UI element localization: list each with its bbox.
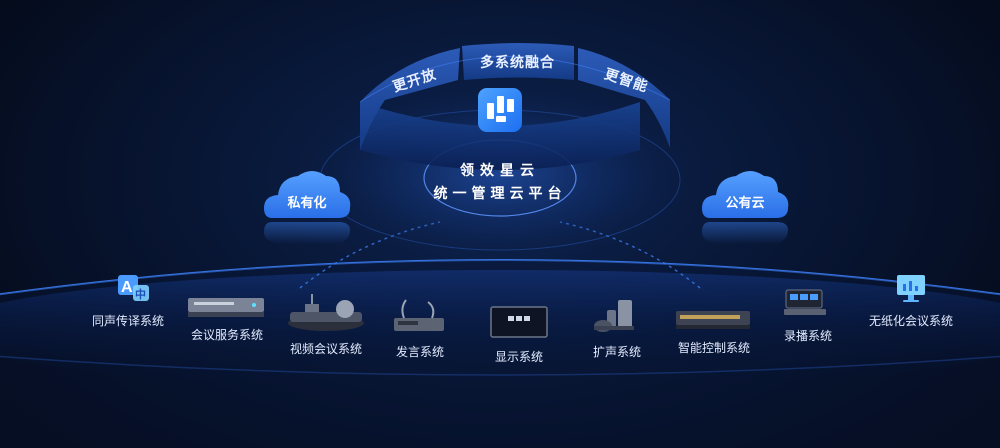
- paperless-monitor-icon: [897, 275, 925, 302]
- system-label-meeting-service: 会议服务系统: [190, 328, 264, 342]
- system-label-paperless: 无纸化会议系统: [868, 314, 954, 328]
- system-label-speech: 发言系统: [395, 345, 445, 359]
- system-label-video-conference: 视频会议系统: [289, 342, 363, 356]
- cloud-label-private: 私有化: [287, 195, 327, 210]
- rack-server-icon: [188, 298, 264, 317]
- svg-text:中: 中: [135, 287, 146, 301]
- cloud-private-icon: [264, 171, 351, 244]
- system-label-sound: 扩声系统: [592, 345, 642, 359]
- cloud-platform-logo-icon: [478, 88, 522, 132]
- platform-title: 领效星云: [460, 162, 540, 178]
- system-label-recording: 录播系统: [783, 329, 833, 343]
- microphone-unit-icon: [394, 299, 444, 331]
- display-screen-icon: [490, 306, 548, 338]
- translate-icon: A 中: [118, 275, 149, 301]
- ring-label-fusion: 多系统融合: [480, 54, 555, 70]
- recording-device-icon: [784, 289, 826, 315]
- speaker-system-icon: [594, 300, 634, 332]
- svg-text:A: A: [121, 279, 133, 296]
- video-conference-terminal-icon: [288, 294, 364, 331]
- cloud-public-icon: [702, 171, 789, 244]
- system-label-smart-control: 智能控制系统: [677, 341, 751, 355]
- system-label-interpretation: 同声传译系统: [91, 314, 165, 328]
- control-host-icon: [676, 311, 750, 329]
- platform-subtitle: 统一管理云平台: [433, 185, 567, 201]
- cloud-label-public: 公有云: [725, 195, 765, 210]
- ring-band: [359, 43, 671, 170]
- system-label-display: 显示系统: [494, 350, 544, 364]
